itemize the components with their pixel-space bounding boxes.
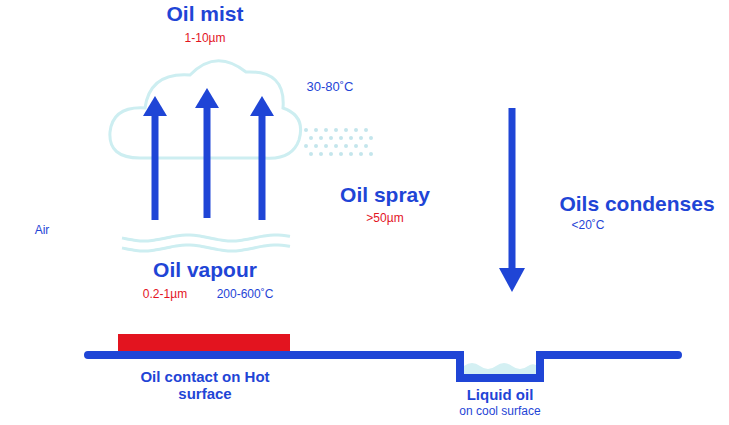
spray-dot (334, 144, 338, 148)
spray-dot (339, 136, 343, 140)
spray-dot (314, 144, 318, 148)
condense-title: Oils condenses (557, 192, 716, 216)
spray-dot (364, 144, 368, 148)
cool-surface-label: on cool surface (457, 405, 542, 419)
spray-dot (344, 144, 348, 148)
spray-dot (339, 152, 343, 156)
condense-temperature: <20˚C (569, 219, 606, 233)
spray-dot (309, 136, 313, 140)
condense-arrow (499, 108, 525, 292)
vapour-title: Oil vapour (151, 258, 259, 282)
spray-size: >50µm (364, 212, 405, 226)
spray-dot (304, 144, 308, 148)
spray-dot (369, 136, 373, 140)
spray-dot (354, 144, 358, 148)
vapour-temperature: 200-600˚C (215, 288, 276, 302)
spray-temperature: 30-80˚C (305, 80, 356, 95)
liquid-oil (464, 363, 536, 375)
hot-surface-label: Oil contact on Hot surface (133, 368, 277, 403)
vapour-wave (122, 235, 290, 241)
vapour-wave (122, 245, 290, 251)
spray-dot (364, 128, 368, 132)
spray-dot (359, 152, 363, 156)
spray-dot (369, 152, 373, 156)
spray-dot (359, 136, 363, 140)
spray-dot (354, 128, 358, 132)
liquid-oil-label: Liquid oil (465, 386, 536, 403)
spray-dot (349, 136, 353, 140)
air-label: Air (33, 224, 52, 238)
spray-dot (334, 128, 338, 132)
spray-dot (319, 152, 323, 156)
spray-dot (349, 152, 353, 156)
spray-dot (324, 128, 328, 132)
mist-title: Oil mist (164, 2, 245, 26)
spray-dot (344, 128, 348, 132)
spray-dot (319, 136, 323, 140)
spray-title: Oil spray (338, 183, 432, 207)
spray-dots (304, 128, 373, 156)
rising-arrows (143, 88, 274, 220)
hot-surface (118, 334, 290, 351)
vapour-waves (122, 235, 290, 251)
spray-dot (309, 152, 313, 156)
spray-dot (324, 144, 328, 148)
mist-size: 1-10µm (183, 32, 228, 46)
spray-dot (304, 128, 308, 132)
spray-dot (329, 136, 333, 140)
vapour-size: 0.2-1µm (141, 288, 189, 302)
spray-dot (329, 152, 333, 156)
spray-dot (314, 128, 318, 132)
